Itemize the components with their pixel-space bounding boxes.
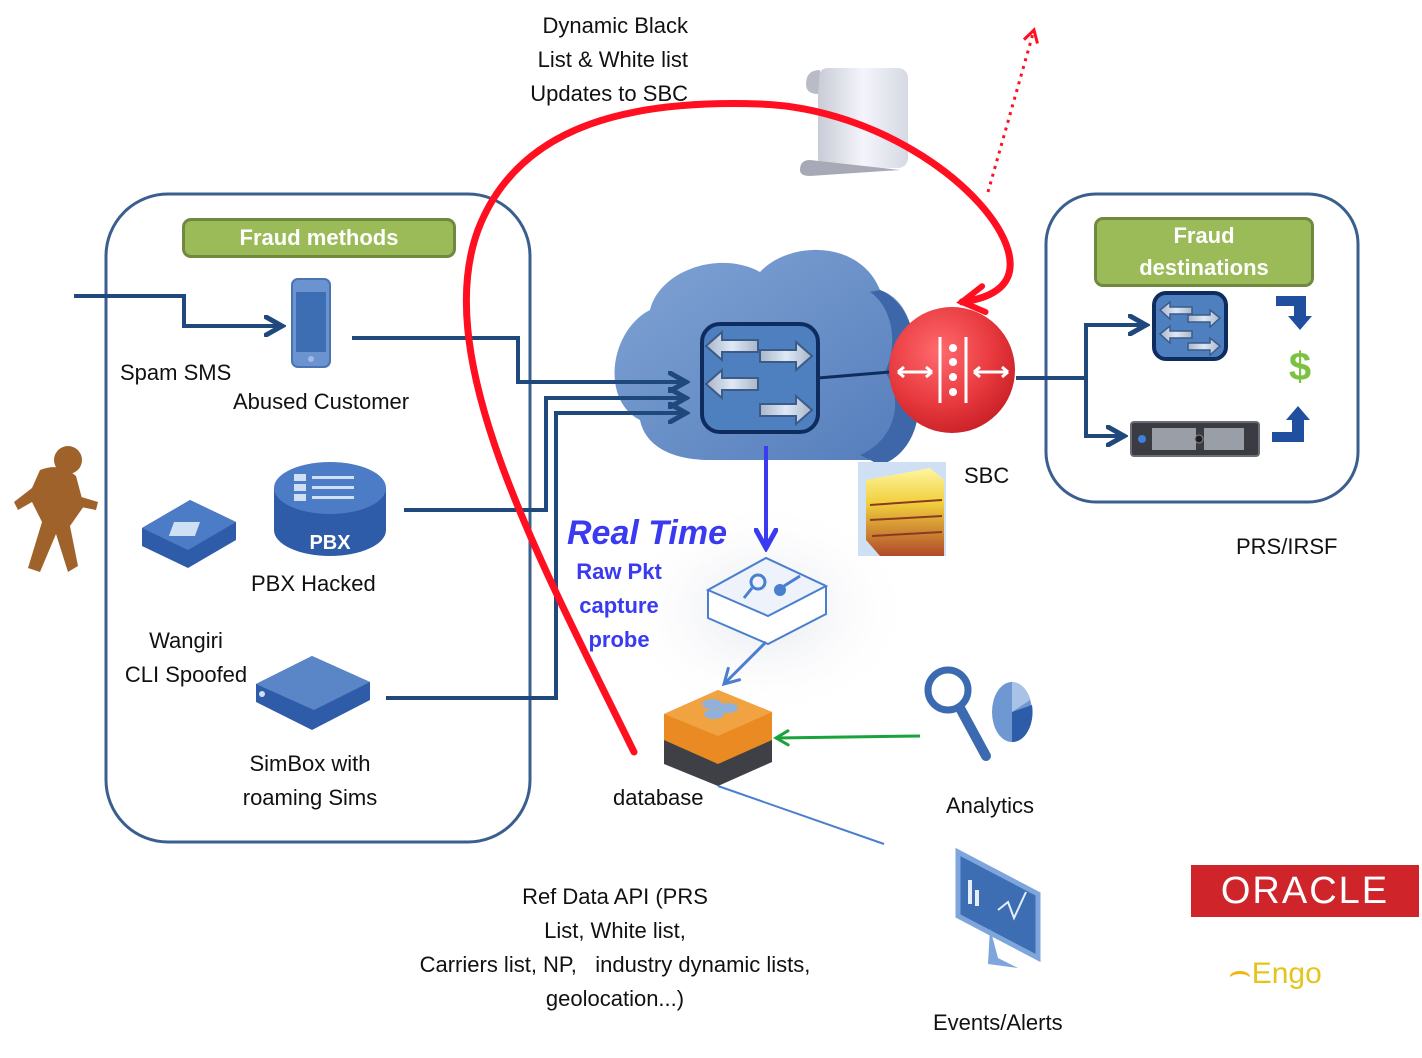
smartphone-icon xyxy=(291,278,331,368)
analytics-icon xyxy=(924,666,1033,761)
database-label: database xyxy=(613,785,704,810)
prs-irsf-label: PRS/IRSF xyxy=(1236,534,1338,559)
wangiri-label: Wangiri CLI Spoofed xyxy=(116,624,256,692)
ref-data-api-note: Ref Data API (PRS List, White list, Carr… xyxy=(370,880,860,1016)
database-to-events-line xyxy=(717,785,885,845)
desk-phone-icon xyxy=(142,500,236,568)
destination-switch-icon xyxy=(1152,291,1228,361)
probe-line: capture xyxy=(579,593,659,618)
spam-sms-label: Spam SMS xyxy=(120,360,232,385)
real-time-title: Real Time xyxy=(567,514,728,552)
probe-line: Raw Pkt xyxy=(576,559,662,584)
sbc-to-server-line xyxy=(1084,378,1124,436)
database-icon xyxy=(664,690,772,786)
server-rack-icon xyxy=(1130,421,1260,457)
engo-logo: ⌢Engo xyxy=(1228,950,1322,995)
fraud-destinations-header: Fraud destinations xyxy=(1094,217,1314,287)
dollar-icon: $ xyxy=(1289,345,1311,389)
pbx-icon: PBX xyxy=(274,462,386,556)
events-monitor-icon xyxy=(955,847,1041,968)
sbc-label: SBC xyxy=(964,463,1010,488)
ref-data-line: Ref Data API (PRS xyxy=(522,884,708,909)
analytics-label: Analytics xyxy=(946,793,1035,818)
money-flow-down-arrow-icon xyxy=(1276,296,1312,330)
wangiri-line: CLI Spoofed xyxy=(124,662,248,687)
events-alerts-label: Events/Alerts xyxy=(933,1010,1063,1035)
destinations-header-line: Fraud xyxy=(1173,223,1235,248)
destinations-header-line: destinations xyxy=(1139,255,1269,280)
analytics-to-database-arrow xyxy=(773,729,921,747)
phone-to-switch-line xyxy=(352,336,686,382)
money-flow-up-arrow-icon xyxy=(1272,406,1310,442)
thief-icon xyxy=(14,446,98,572)
fraud-destinations-panel xyxy=(1044,192,1360,504)
note-line: Dynamic Black xyxy=(542,13,688,38)
fraud-methods-panel xyxy=(104,192,532,844)
attacker-to-phone-line xyxy=(74,294,282,326)
engo-logo-text: Engo xyxy=(1251,957,1322,990)
simbox-to-switch-line xyxy=(386,413,686,700)
probe-to-database-arrow xyxy=(721,640,768,687)
ref-data-line: List, White list, xyxy=(544,918,686,943)
external-export-dotted-arrow xyxy=(986,27,1039,193)
probe-icon xyxy=(705,556,829,646)
abused-customer-label: Abused Customer xyxy=(233,389,410,414)
blacklist-update-note: Dynamic Black List & White list Updates … xyxy=(476,9,688,111)
oracle-logo: ORACLE xyxy=(1191,865,1419,917)
scroll-document-icon xyxy=(800,68,908,176)
firewall-icon xyxy=(858,462,946,556)
fraud-methods-header: Fraud methods xyxy=(182,218,456,258)
simbox-line: roaming Sims xyxy=(242,785,378,810)
note-line: List & White list xyxy=(537,47,688,72)
ref-data-line: geolocation...) xyxy=(545,986,685,1011)
pbx-icon-text: PBX xyxy=(309,532,351,554)
simbox-line: SimBox with xyxy=(249,751,371,776)
simbox-icon xyxy=(256,656,370,730)
note-line: Updates to SBC xyxy=(530,81,688,106)
blacklist-update-curve xyxy=(462,100,1014,756)
sbc-icon xyxy=(889,307,1015,433)
pbx-hacked-label: PBX Hacked xyxy=(251,571,376,596)
simbox-label: SimBox with roaming Sims xyxy=(228,747,392,815)
sbc-to-destinations-line xyxy=(1016,325,1146,380)
probe-line: probe xyxy=(588,627,650,652)
ref-data-line: Carriers list, NP, industry dynamic list… xyxy=(419,952,811,977)
real-time-probe-label: Raw Pkt capture probe xyxy=(560,555,678,657)
switch-sbc-link xyxy=(817,370,891,380)
engo-swoosh-icon: ⌢ xyxy=(1228,950,1252,991)
network-switch-icon xyxy=(700,322,820,434)
wangiri-line: Wangiri xyxy=(149,628,223,653)
pbx-to-switch-line xyxy=(404,398,686,512)
